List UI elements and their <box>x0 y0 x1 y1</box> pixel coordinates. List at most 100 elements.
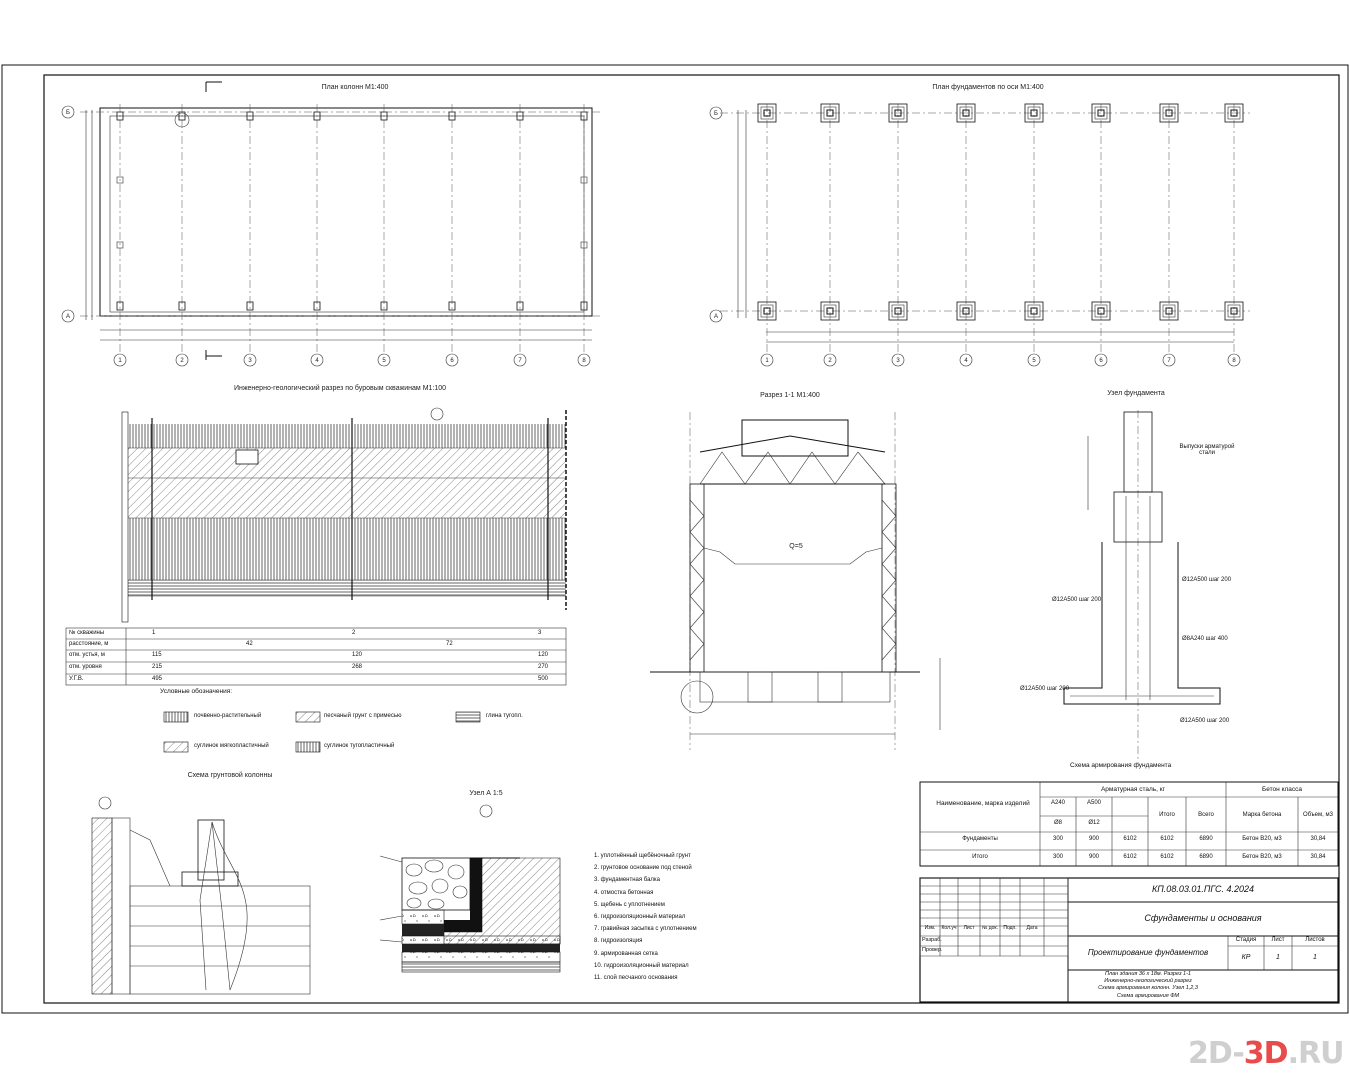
spec-table <box>919 781 1339 867</box>
plan-columns-axis-5-label: 5 <box>382 358 386 364</box>
outer-frame <box>1 64 1349 1014</box>
foundation-mid-5-0 <box>1027 106 1041 120</box>
foundation-outer-5-0 <box>1024 103 1044 123</box>
foundation-mid-5-1 <box>1027 304 1041 318</box>
foundation-detail-title: Узел фундамента <box>1107 390 1165 397</box>
foundation-mid-8-1 <box>1227 304 1241 318</box>
plan-foundations-axis-7-label: 7 <box>1167 358 1171 364</box>
foundation-col-7-1 <box>1165 307 1173 315</box>
foundation-mid-6-0 <box>1094 106 1108 120</box>
plan-columns-axis-8-label: 8 <box>582 358 586 364</box>
foundation-mid-7-0 <box>1162 106 1176 120</box>
watermark-part-c: .RU <box>1287 1036 1345 1071</box>
plan-columns-axis-a-label: А <box>66 314 70 320</box>
foundation-col-1-0 <box>763 109 771 117</box>
node-a: Узел А 1:5 <box>379 790 561 973</box>
foundation-col-6-1 <box>1097 307 1105 315</box>
foundation-col-1-1 <box>763 307 771 315</box>
soil-pillar-title: Схема грунтовой колонны <box>188 771 273 779</box>
foundation-col-2-0 <box>826 109 834 117</box>
geology-title: Инженерно-геологический разрез по буровы… <box>234 384 446 392</box>
crane-label: Q=5 <box>789 543 803 550</box>
wall-column-right-1 <box>580 241 588 249</box>
foundation-outer-8-1 <box>1224 301 1244 321</box>
foundation-outer-4-0 <box>956 103 976 123</box>
plan-columns-title: План колонн М1:400 <box>322 84 389 91</box>
plan-columns-axis-4-label: 4 <box>315 358 319 364</box>
legend-swatches <box>163 711 481 753</box>
wall-column-left-1 <box>116 241 124 249</box>
plan-columns-axis-2-label: 2 <box>180 358 184 364</box>
plan-columns-axis-b-bubble <box>61 105 75 119</box>
wall-column-left-0 <box>116 176 124 184</box>
plan-foundations-axis-6-bubble <box>1094 353 1108 367</box>
foundation-mid-4-1 <box>959 304 973 318</box>
inner-frame <box>43 74 1340 1004</box>
foundation-outer-8-0 <box>1224 103 1244 123</box>
plan-columns-axis-8-bubble <box>577 353 591 367</box>
foundation-outer-1-1 <box>757 301 777 321</box>
column-bottom-4 <box>313 301 321 311</box>
plan-foundations-axis-3-label: 3 <box>896 358 900 364</box>
soil-pillar: Схема грунтовой колонны <box>91 771 311 995</box>
plan-foundations-title: План фундаментов по оси М1:400 <box>932 84 1043 91</box>
foundation-mid-2-0 <box>823 106 837 120</box>
foundation-mid-3-0 <box>891 106 905 120</box>
plan-foundations-axis-4-bubble <box>959 353 973 367</box>
plan-columns-axis-7-label: 7 <box>518 358 522 364</box>
foundation-outer-4-1 <box>956 301 976 321</box>
watermark-part-a: 2D- <box>1188 1036 1245 1071</box>
plan-foundations-axis-6-label: 6 <box>1099 358 1103 364</box>
foundation-col-6-0 <box>1097 109 1105 117</box>
foundation-col-8-0 <box>1230 109 1238 117</box>
plan-foundations-axis-8-bubble <box>1227 353 1241 367</box>
foundation-mid-2-1 <box>823 304 837 318</box>
plan-foundations-axis-5-label: 5 <box>1032 358 1036 364</box>
foundation-col-4-1 <box>962 307 970 315</box>
column-bottom-3 <box>246 301 254 311</box>
plan-columns-axis-b-label: Б <box>66 110 70 116</box>
foundation-outer-7-1 <box>1159 301 1179 321</box>
foundation-col-3-0 <box>894 109 902 117</box>
plan-foundations-axis-2-bubble <box>823 353 837 367</box>
section-1-1: Разрез 1-1 М1:400 Q=5 <box>650 392 941 750</box>
plan-foundations-axis-a-bubble <box>709 309 723 323</box>
plan-foundations-axis-3-bubble <box>891 353 905 367</box>
foundation-mid-1-1 <box>760 304 774 318</box>
plan-columns-axis-6-bubble <box>445 353 459 367</box>
foundation-outer-3-0 <box>888 103 908 123</box>
foundation-col-2-1 <box>826 307 834 315</box>
foundation-outer-2-0 <box>820 103 840 123</box>
foundation-col-5-1 <box>1030 307 1038 315</box>
node-a-title: Узел А 1:5 <box>469 790 502 797</box>
wall-column-right-0 <box>580 176 588 184</box>
plan-columns-axis-3-bubble <box>243 353 257 367</box>
plan-columns-axis-5-bubble <box>377 353 391 367</box>
plan-columns-axis-7-bubble <box>513 353 527 367</box>
plan-columns-axis-a-bubble <box>61 309 75 323</box>
foundation-outer-2-1 <box>820 301 840 321</box>
plan-foundations-axis-1-label: 1 <box>765 358 769 364</box>
plan-foundations-axis-4-label: 4 <box>964 358 968 364</box>
plan-foundations-axis-8-label: 8 <box>1232 358 1236 364</box>
column-bottom-6 <box>448 301 456 311</box>
foundation-col-7-0 <box>1165 109 1173 117</box>
section-title: Разрез 1-1 М1:400 <box>760 392 820 399</box>
foundation-mid-1-0 <box>760 106 774 120</box>
plan-foundations-axis-5-bubble <box>1027 353 1041 367</box>
foundation-detail: Узел фундамента <box>1063 390 1221 764</box>
foundation-outer-6-0 <box>1091 103 1111 123</box>
plan-foundations-axis-2-label: 2 <box>828 358 832 364</box>
plan-foundations-axis-1-bubble <box>760 353 774 367</box>
foundation-mid-3-1 <box>891 304 905 318</box>
column-bottom-1 <box>116 301 124 311</box>
column-bottom-8 <box>580 301 588 311</box>
foundation-col-5-0 <box>1030 109 1038 117</box>
title-block <box>919 877 1339 1003</box>
foundation-mid-4-0 <box>959 106 973 120</box>
foundation-col-8-1 <box>1230 307 1238 315</box>
geology-section: Инженерно-геологический разрез по буровы… <box>121 384 567 623</box>
